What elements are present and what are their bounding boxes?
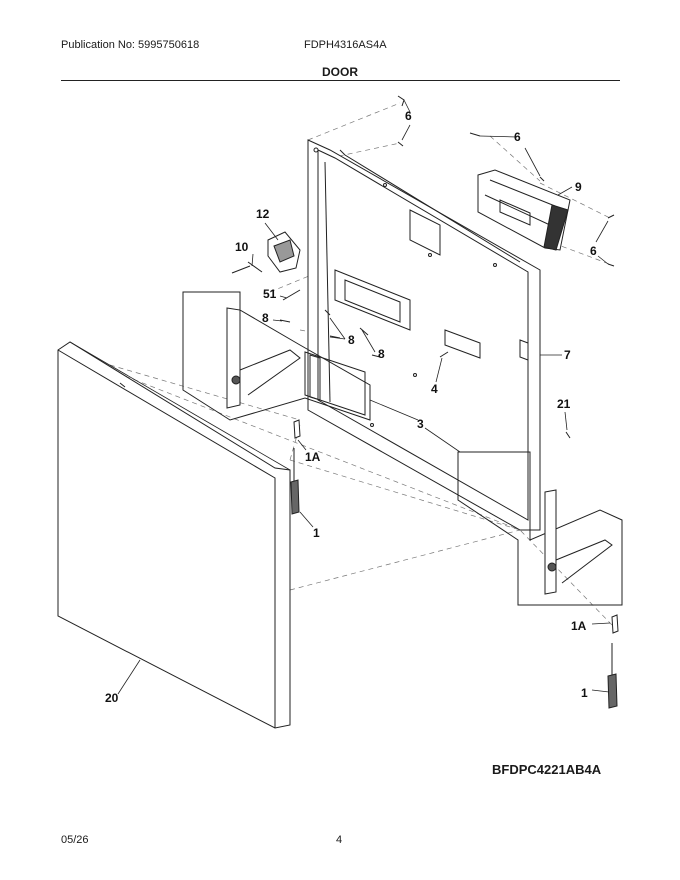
leader-lines: [117, 99, 611, 695]
publication-number: Publication No: 5995750618: [61, 39, 200, 51]
callout-51: 51: [263, 287, 277, 301]
callout-7: 7: [564, 348, 571, 362]
callout-10: 10: [235, 240, 249, 254]
door-latch: [267, 231, 301, 273]
callout-8-right: 8: [378, 347, 385, 361]
callout-1-left: 1: [313, 526, 320, 540]
section-title: DOOR: [322, 65, 358, 79]
callout-6-console-screw: 6: [514, 130, 521, 144]
callout-1-right: 1: [581, 686, 588, 700]
header-divider: [61, 80, 620, 81]
callout-6-top: 6: [405, 109, 412, 123]
callout-8-middle: 8: [348, 333, 355, 347]
footer-date: 05/26: [61, 834, 89, 846]
diagram-code: BFDPC4221AB4A: [492, 762, 602, 777]
callout-4: 4: [431, 382, 438, 396]
callout-3: 3: [417, 417, 424, 431]
callout-8-left: 8: [262, 311, 269, 325]
callout-1A-right: 1A: [571, 619, 587, 633]
callout-12: 12: [256, 207, 270, 221]
callout-1A-left: 1A: [305, 450, 321, 464]
outer-door-panel: [57, 341, 291, 729]
left-hinge-box: [182, 291, 371, 421]
control-console: [477, 169, 571, 251]
callout-20: 20: [105, 691, 119, 705]
callout-6-right: 6: [590, 244, 597, 258]
callout-9: 9: [575, 180, 582, 194]
right-hinge-box: [457, 451, 623, 606]
springs-and-hooks: [290, 419, 619, 709]
model-number: FDPH4316AS4A: [304, 39, 387, 51]
callout-21: 21: [557, 397, 571, 411]
footer-page-number: 4: [336, 834, 343, 846]
inner-door-panel: [307, 139, 541, 531]
